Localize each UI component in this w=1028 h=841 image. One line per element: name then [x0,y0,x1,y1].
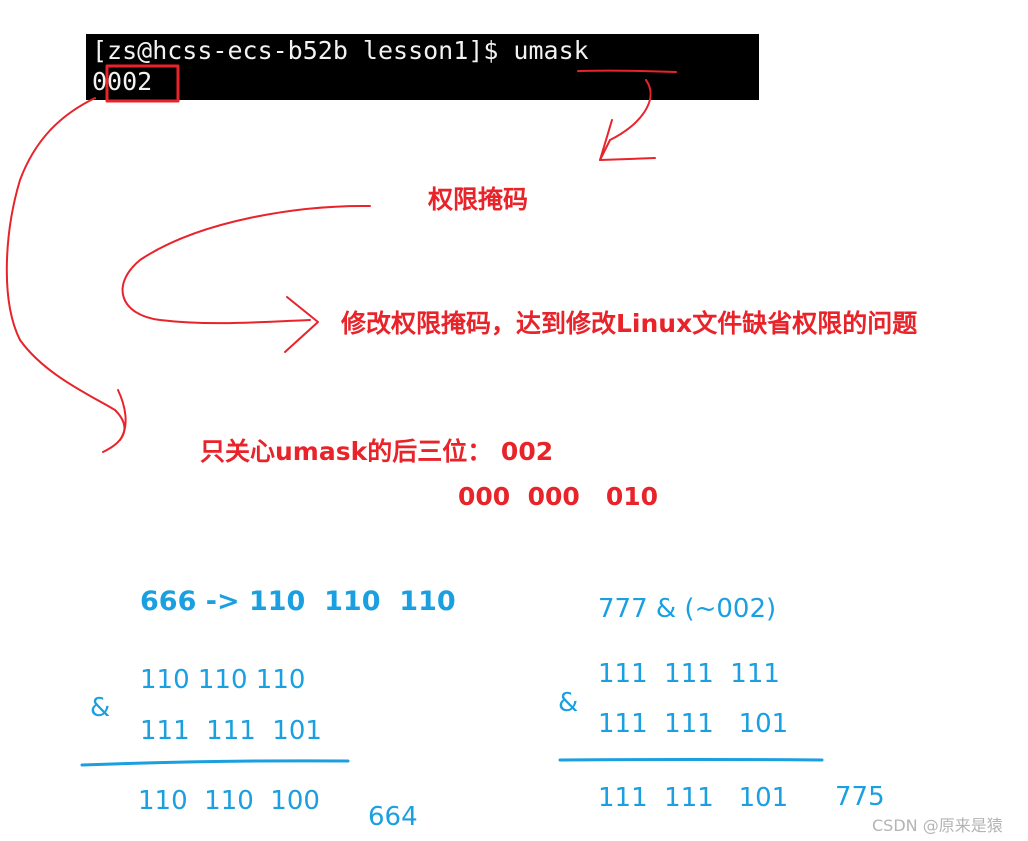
dir-calc-heading: 777 & (~002) [598,594,777,624]
umask-underline [577,69,677,73]
file-calc-divider [80,759,350,767]
file-calc-result: 110 110 100 [138,786,320,816]
umask-arrow-head [599,119,656,161]
purpose-note: 修改权限掩码，达到修改Linux文件缺省权限的问题 [341,309,918,338]
terminal-output-line: 0002 [92,67,153,96]
terminal-prompt-line: [zs@hcss-ecs-b52b lesson1]$ umask [92,36,589,65]
dir-calc-final: 775 [835,782,885,812]
binary-note: 000 000 010 [458,482,659,511]
mask-label: 权限掩码 [428,185,529,214]
digits-curve [5,97,126,453]
file-calc-operand2: 111 111 101 [140,716,322,746]
file-calc-final: 664 [368,802,418,832]
purpose-arrow-head [284,296,319,353]
terminal-panel: [zs@hcss-ecs-b52b lesson1]$ umask 0002 [86,34,759,100]
digits-curve-tail [117,389,127,441]
highlight-box [105,64,180,103]
last-three-note: 只关心umask的后三位： 002 [200,437,554,466]
watermark: CSDN @原来是猿 [872,816,1003,835]
dir-calc-divider [558,758,824,762]
dir-calc-operator: & [558,688,579,718]
file-calc-operand1: 110 110 110 [140,665,306,695]
dir-calc-operand1: 111 111 111 [598,659,780,689]
dir-calc-result: 111 111 101 [598,783,789,813]
file-calc-operator: & [90,693,111,723]
file-calc-heading: 666 -> 110 110 110 [140,586,456,617]
purpose-arrow [121,204,371,325]
dir-calc-operand2: 111 111 101 [598,709,789,739]
umask-arrow [599,79,652,161]
